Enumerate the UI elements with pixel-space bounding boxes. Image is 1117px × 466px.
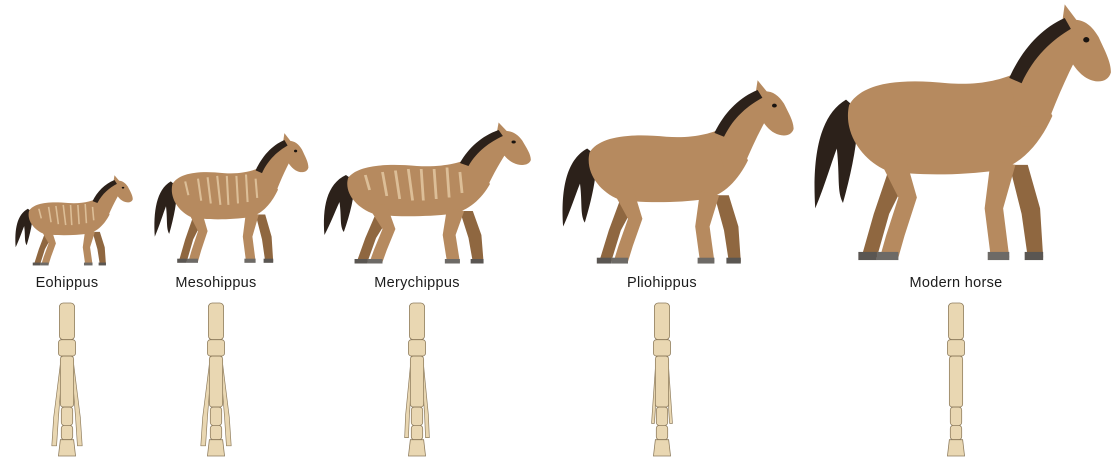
horse-mesohippus [154,133,308,263]
horse-merychippus [324,123,531,264]
foot-modern-horse [947,303,964,456]
horse-pliohippus [563,80,794,263]
foot-merychippus [405,303,430,456]
foot-mesohippus [201,303,231,456]
label-modern-horse: Modern horse [909,275,1002,291]
foot-eohippus [52,303,82,456]
horse-modern [815,4,1111,260]
label-merychippus: Merychippus [374,275,460,291]
foot-pliohippus [652,303,673,456]
label-mesohippus: Mesohippus [175,275,256,291]
horse-eohippus [15,175,132,265]
label-eohippus: Eohippus [36,275,99,291]
label-pliohippus: Pliohippus [627,275,697,291]
